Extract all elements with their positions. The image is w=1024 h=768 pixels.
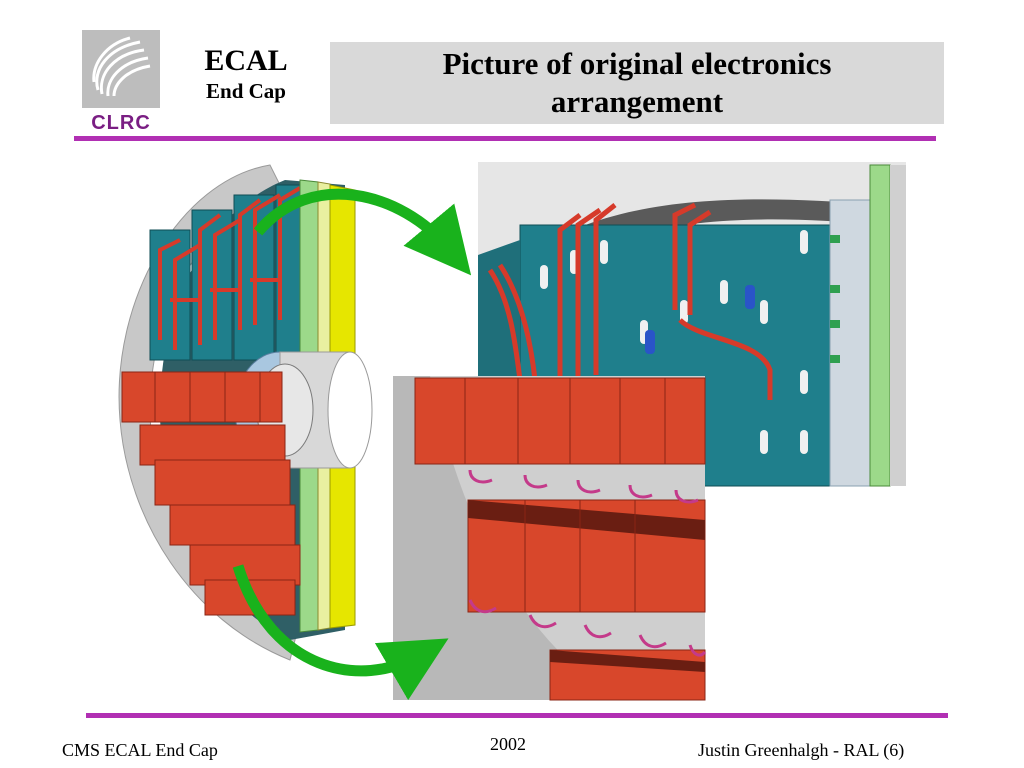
slide-title: Picture of original electronics arrangem… — [442, 46, 832, 119]
endcap-cutaway-image — [118, 164, 373, 661]
footer-author: Justin Greenhalgh - RAL (6) — [698, 740, 905, 760]
arrow-to-upper-icon — [253, 188, 472, 276]
logo-text: CLRC — [91, 112, 151, 134]
section-title-main: ECAL — [204, 44, 288, 77]
bottom-divider — [86, 713, 948, 718]
section-title: ECAL End Cap — [190, 44, 302, 104]
footer-left: CMS ECAL End Cap — [62, 740, 218, 760]
section-subtitle: End Cap — [206, 79, 286, 103]
upper-detail-image — [478, 162, 906, 487]
green-arrows — [232, 188, 472, 701]
clrc-logo: CLRC — [78, 30, 164, 134]
swirl-logo-icon — [82, 30, 160, 108]
arrow-to-lower-icon — [232, 564, 449, 701]
footer-year: 2002 — [490, 734, 526, 754]
top-divider — [74, 136, 936, 141]
lower-detail-image — [393, 376, 707, 701]
slide-title-box: Picture of original electronics arrangem… — [330, 42, 944, 124]
